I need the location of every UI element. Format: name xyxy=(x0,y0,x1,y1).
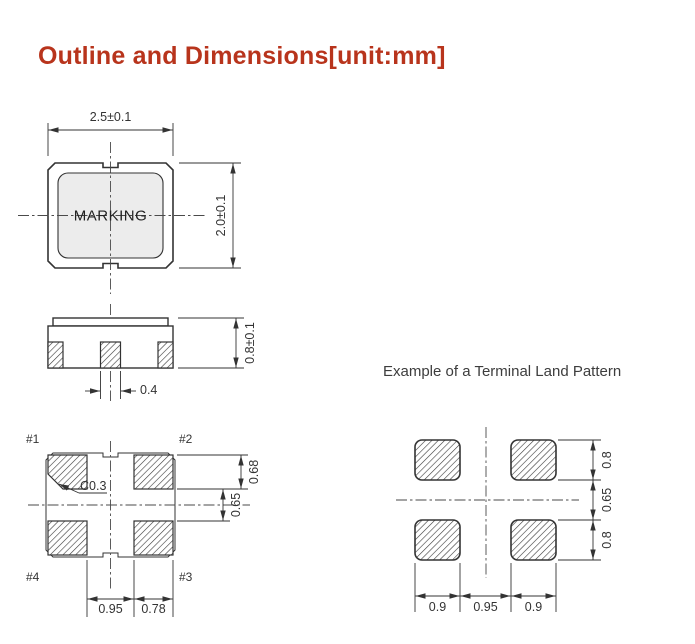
dim-label-land-width-right: 0.9 xyxy=(525,600,542,614)
pin3-label: #3 xyxy=(179,570,193,584)
top-view: MARKING 2.5±0.1 2.0±0.1 xyxy=(18,110,241,294)
marking-text: MARKING xyxy=(74,208,148,225)
dim-body-thickness: 0.8±0.1 xyxy=(178,317,257,369)
land-pad-4 xyxy=(414,519,461,561)
dim-label-land-height-top: 0.8 xyxy=(600,451,614,468)
dim-pad-width: 0.78 xyxy=(134,560,174,617)
dim-land-pad-width-right: 0.9 xyxy=(511,563,557,614)
chamfer-callout: C0.3 xyxy=(58,479,107,494)
bottom-pad-2 xyxy=(133,454,174,490)
dim-land-gap-vertical: 0.65 xyxy=(558,480,614,521)
dim-land-gap-horizontal: 0.95 xyxy=(460,563,512,614)
land-pad-2 xyxy=(510,439,557,481)
dim-label-land-gap-v: 0.65 xyxy=(600,488,614,512)
dim-land-pad-height-top: 0.8 xyxy=(558,439,614,481)
side-view-lid xyxy=(52,317,169,327)
dim-label-pad-gap-v: 0.65 xyxy=(229,493,243,517)
dim-land-pad-width-left: 0.9 xyxy=(414,563,461,614)
dim-label-body-thickness: 0.8±0.1 xyxy=(243,322,257,364)
bottom-pad-1 xyxy=(47,454,88,490)
dim-pad-gap-horizontal: 0.95 xyxy=(86,560,135,617)
chamfer-label: C0.3 xyxy=(80,479,106,493)
dim-label-land-height-bottom: 0.8 xyxy=(600,531,614,548)
land-pad-3 xyxy=(510,519,557,561)
dim-label-body-width: 2.5±0.1 xyxy=(90,110,132,124)
dim-body-width: 2.5±0.1 xyxy=(47,110,174,156)
side-terminal-right xyxy=(157,341,174,369)
dim-label-body-height: 2.0±0.1 xyxy=(214,195,228,237)
bottom-pad-4 xyxy=(47,520,88,556)
dim-label-land-gap-h: 0.95 xyxy=(473,600,497,614)
leader-line xyxy=(58,483,80,494)
bottom-view: #1 #2 #3 #4 C0.3 0.68 0.65 xyxy=(26,432,261,617)
dim-body-height: 2.0±0.1 xyxy=(179,162,241,269)
dim-pad-height: 0.68 xyxy=(177,454,261,490)
dim-label-land-width-left: 0.9 xyxy=(429,600,446,614)
side-terminal-left xyxy=(47,341,64,369)
dim-label-terminal-width: 0.4 xyxy=(140,383,157,397)
pin2-label: #2 xyxy=(179,432,193,446)
side-terminal-center xyxy=(99,341,122,369)
land-pattern-caption: Example of a Terminal Land Pattern xyxy=(383,363,622,380)
land-pad-1 xyxy=(414,439,461,481)
dim-land-pad-height-bottom: 0.8 xyxy=(558,520,614,561)
dim-center-terminal-width: 0.4 xyxy=(85,371,157,399)
side-view: 0.4 0.8±0.1 xyxy=(47,304,257,401)
page-title: Outline and Dimensions[unit:mm] xyxy=(38,42,446,70)
land-pattern-view: 0.8 0.65 0.8 0.9 0.95 xyxy=(396,427,614,614)
dim-label-pad-gap-h: 0.95 xyxy=(98,602,122,616)
dim-pad-gap-vertical: 0.65 xyxy=(177,489,243,522)
pin4-label: #4 xyxy=(26,570,40,584)
dim-label-pad-width: 0.78 xyxy=(141,602,165,616)
dim-label-pad-height: 0.68 xyxy=(247,460,261,484)
pin1-label: #1 xyxy=(26,432,40,446)
bottom-pad-3 xyxy=(133,520,174,556)
